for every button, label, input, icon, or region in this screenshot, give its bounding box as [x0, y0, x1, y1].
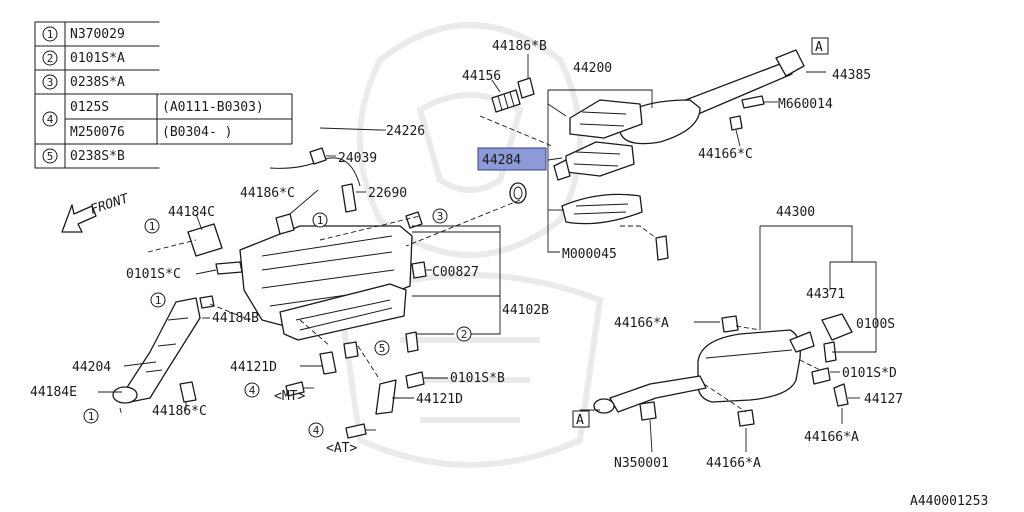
muffler-assembly	[593, 313, 853, 427]
label-44166a-right: 44166*A	[804, 430, 859, 445]
label-n350001: N350001	[614, 456, 669, 471]
label-24039: 24039	[338, 151, 377, 166]
label-44186c-top: 44186*C	[240, 186, 295, 201]
diagram-callouts: 1 1 1 1 2 3 4 4 5	[83, 208, 472, 438]
label-44166a-bottom: 44166*A	[706, 456, 761, 471]
callout-4-mt: 4	[249, 384, 256, 397]
callout-3: 3	[437, 210, 444, 223]
highlight-box-44284	[477, 147, 547, 171]
front-label: FRONT	[89, 191, 132, 218]
ref-a-bottom: A	[576, 413, 584, 428]
legend-code-4b: M250076	[70, 125, 125, 140]
watermark-emblem	[336, 22, 604, 468]
callout-1-pipe-bottom: 1	[88, 410, 95, 423]
label-m000045: M000045	[562, 247, 617, 262]
callout-2: 2	[461, 328, 468, 341]
legend-num-4: 4	[47, 113, 54, 126]
label-m660014: M660014	[778, 97, 833, 112]
label-0100s: 0100S	[856, 317, 895, 332]
ref-a-top: A	[815, 40, 823, 55]
label-at: <AT>	[326, 441, 357, 456]
label-44184b: 44184B	[212, 311, 259, 326]
dashed-assembly-lines	[119, 115, 821, 417]
legend-code-3: 0238S*A	[70, 75, 125, 90]
label-mt: <MT>	[274, 389, 305, 404]
label-44300: 44300	[776, 205, 815, 220]
label-44121d-right: 44121D	[416, 392, 463, 407]
label-44184e: 44184E	[30, 385, 77, 400]
callout-5: 5	[379, 342, 386, 355]
legend-codes: N370029 0101S*A 0238S*A 0125S (A0111-B03…	[70, 27, 264, 164]
ref-a-box-bottom	[572, 410, 590, 428]
legend-num-2: 2	[47, 52, 54, 65]
front-exhaust-pipe-assembly	[491, 49, 805, 261]
callout-4-at: 4	[313, 424, 320, 437]
legend-code-2: 0101S*A	[70, 51, 125, 66]
part-labels: 44186*B 44156 44200 44385 24226 M660014 …	[30, 39, 988, 509]
label-44121d-left: 44121D	[230, 360, 277, 375]
front-arrow-icon: FRONT	[61, 191, 132, 233]
callout-1-pipe-top: 1	[155, 294, 162, 307]
callout-1-flange: 1	[149, 220, 156, 233]
legend-code-1: N370029	[70, 27, 125, 42]
ref-a-box-top	[811, 37, 829, 55]
legend-range-4b: (B0304- )	[162, 125, 232, 140]
legend-num-1: 1	[47, 28, 54, 41]
label-24226: 24226	[386, 124, 425, 139]
label-44102b: 44102B	[502, 303, 549, 318]
label-44127: 44127	[864, 392, 903, 407]
callout-1-shield: 1	[317, 214, 324, 227]
leader-lines	[98, 54, 877, 453]
label-44186c-bottom: 44186*C	[152, 404, 207, 419]
label-44184c: 44184C	[168, 205, 215, 220]
label-44166c-top: 44166*C	[698, 147, 753, 162]
label-44156: 44156	[462, 69, 501, 84]
label-22690: 22690	[368, 186, 407, 201]
label-44200: 44200	[573, 61, 612, 76]
label-0101sd: 0101S*D	[842, 366, 897, 381]
legend-num-3: 3	[47, 76, 54, 89]
label-44186b: 44186*B	[492, 39, 547, 54]
label-44284: 44284	[482, 153, 521, 168]
legend-num-5: 5	[47, 150, 54, 163]
label-c00827: C00827	[432, 265, 479, 280]
legend-code-5: 0238S*B	[70, 149, 125, 164]
label-0101sc: 0101S*C	[126, 267, 181, 282]
label-44371: 44371	[806, 287, 845, 302]
label-0101sb: 0101S*B	[450, 371, 505, 386]
label-44204: 44204	[72, 360, 111, 375]
label-44385: 44385	[832, 68, 871, 83]
legend-range-4a: (A0111-B0303)	[162, 100, 264, 115]
diagram-id: A440001253	[910, 494, 988, 509]
label-44166a-left: 44166*A	[614, 316, 669, 331]
legend-number-callouts: 1 2 3 4 5	[42, 26, 58, 164]
legend-code-4a: 0125S	[70, 100, 109, 115]
legend-table	[34, 21, 293, 169]
exhaust-manifold-assembly	[112, 127, 427, 439]
